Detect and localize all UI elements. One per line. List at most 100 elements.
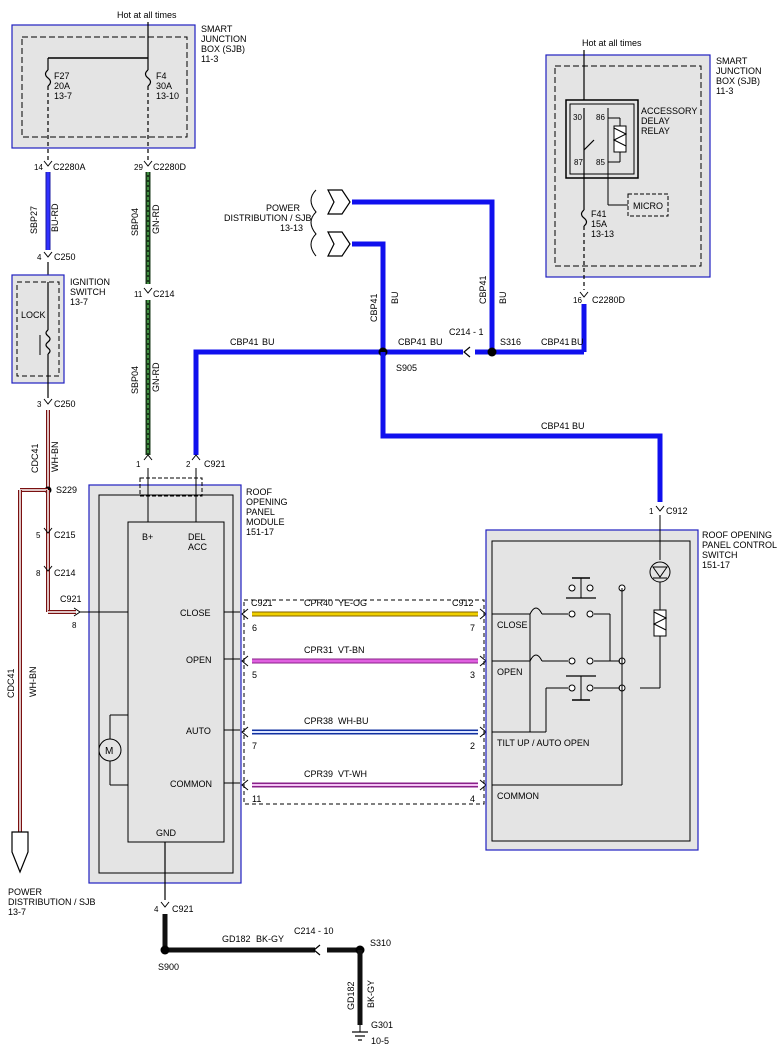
ignition-name-1: IGNITION xyxy=(70,277,110,287)
module-open: OPEN xyxy=(186,655,212,665)
c912-signal-label: C912 xyxy=(452,598,474,608)
c921-close-label: C921 xyxy=(60,594,82,604)
power-dist-top-ref: 13-13 xyxy=(280,223,303,233)
module-ref: 151-17 xyxy=(246,527,274,537)
wire-cdc41-upper: CDC41 xyxy=(30,443,40,473)
wire-gd182-v: GD182 xyxy=(346,981,356,1010)
relay-pin-85: 85 xyxy=(596,158,605,167)
sjb-right-ref: 11-3 xyxy=(716,86,733,96)
switch-close: CLOSE xyxy=(497,620,528,630)
c921-close-pin: 8 xyxy=(72,621,77,630)
wire-gn-rd-upper: GN-RD xyxy=(151,204,161,234)
wire-vt-wh: VT-WH xyxy=(338,769,367,779)
wire-sbp04-lower: SBP04 xyxy=(130,366,140,394)
c250-bottom-label: C250 xyxy=(54,399,76,409)
power-dist-bottom-name-1: POWER xyxy=(8,887,43,897)
c921-pin-2: 2 xyxy=(186,460,191,469)
ignition-ref: 13-7 xyxy=(70,297,88,307)
c912-top-label: C912 xyxy=(666,506,688,516)
relay-name-1: ACCESSORY xyxy=(641,106,697,116)
ignition-lock: LOCK xyxy=(21,310,46,320)
c214-lower-pin: 8 xyxy=(36,569,41,578)
module-close: CLOSE xyxy=(180,608,211,618)
ground-g301-ref: 10-5 xyxy=(371,1036,389,1046)
wire-sbp27: SBP27 xyxy=(29,206,39,234)
fuse-f4-ref: 13-10 xyxy=(156,91,179,101)
c2280d-pin: 29 xyxy=(134,163,143,172)
module-pin-auto: 7 xyxy=(252,741,257,751)
sjb-left-name-1: SMART xyxy=(201,24,233,34)
c921-gnd-label: C921 xyxy=(172,904,194,914)
sjb-left: F27 20A 13-7 F4 30A 13-10 xyxy=(11,22,196,160)
c214-10-label: C214 - 10 xyxy=(294,926,334,936)
c215-label: C215 xyxy=(54,530,76,540)
motor-icon: M xyxy=(105,746,113,757)
switch-name-3: SWITCH xyxy=(702,550,738,560)
wire-cbp41-h3: CBP41 xyxy=(541,337,570,347)
fuse-f4-amps: 30A xyxy=(156,81,172,91)
wire-cbp41-v1: CBP41 xyxy=(369,293,379,322)
c214-label: C214 xyxy=(153,289,175,299)
module-pin-close: 6 xyxy=(252,623,257,633)
roof-opening-panel-module: M B+ DEL ACC CLOSE OPEN AUTO COMMON GND xyxy=(80,468,242,900)
c912-top-pin: 1 xyxy=(649,507,654,516)
wire-cbp41-v2: CBP41 xyxy=(478,275,488,304)
sjb-right-name-2: JUNCTION xyxy=(716,66,762,76)
hot-at-all-times-right: Hot at all times xyxy=(582,38,642,48)
wire-bu-h3: BU xyxy=(571,337,584,347)
wire-bu-h1: BU xyxy=(262,337,275,347)
sjb-left-name-3: BOX (SJB) xyxy=(201,44,245,54)
fuse-f4-id: F4 xyxy=(156,71,167,81)
wire-cpr40: CPR40 xyxy=(304,598,333,608)
wire-cbp41-h1: CBP41 xyxy=(230,337,259,347)
splice-s229: S229 xyxy=(56,485,77,495)
roof-opening-panel-control-switch: CLOSE OPEN TILT UP / AUTO OPEN COMMON xyxy=(485,515,699,851)
c2280d-right-pin: 16 xyxy=(573,296,582,305)
wire-cbp41-h2: CBP41 xyxy=(398,337,427,347)
fuse-f27-ref: 13-7 xyxy=(54,91,72,101)
relay-pin-30: 30 xyxy=(573,113,582,122)
c250-bottom-pin: 3 xyxy=(37,400,42,409)
power-dist-bottom-name-2: DISTRIBUTION / SJB xyxy=(8,897,96,907)
module-common: COMMON xyxy=(170,779,212,789)
wire-gd182-h: GD182 xyxy=(222,934,251,944)
module-gnd: GND xyxy=(156,828,177,838)
c214-1-label: C214 - 1 xyxy=(449,327,484,337)
sjb-right-name-3: BOX (SJB) xyxy=(716,76,760,86)
wire-wh-bu: WH-BU xyxy=(338,716,369,726)
sjb-right: 30 86 87 85 MICRO F41 15A 13-13 ACCESSOR… xyxy=(545,50,711,290)
c921-pin-1: 1 xyxy=(136,460,141,469)
c2280a-pin: 14 xyxy=(34,163,43,172)
ground-circuit: 4 C921 S900 S310 GD182 BK-GY C214 - 10 G… xyxy=(154,901,393,1046)
switch-pin-auto: 2 xyxy=(470,741,475,751)
c2280a-label: C2280A xyxy=(53,162,86,172)
switch-ref: 151-17 xyxy=(702,560,730,570)
wire-wh-bn-upper: WH-BN xyxy=(50,442,60,473)
wire-cpr31: CPR31 xyxy=(304,645,333,655)
wire-bu-rd: BU-RD xyxy=(50,203,60,232)
switch-common: COMMON xyxy=(497,791,539,801)
wire-vt-bn: VT-BN xyxy=(338,645,365,655)
sjb-left-name-2: JUNCTION xyxy=(201,34,247,44)
power-dist-top-name-1: POWER xyxy=(266,203,301,213)
hot-at-all-times-left: Hot at all times xyxy=(117,10,177,20)
switch-pin-close: 7 xyxy=(470,623,475,633)
cbp41-circuit: POWER DISTRIBUTION / SJB 13-13 CBP41 BU … xyxy=(186,189,688,516)
power-dist-top-name-2: DISTRIBUTION / SJB xyxy=(224,213,312,223)
splice-s316: S316 xyxy=(500,337,521,347)
splice-s905: S905 xyxy=(396,363,417,373)
module-name-2: OPENING xyxy=(246,497,288,507)
module-name-1: ROOF xyxy=(246,487,273,497)
wire-cpr39: CPR39 xyxy=(304,769,333,779)
splice-s310: S310 xyxy=(370,938,391,948)
relay-pin-86: 86 xyxy=(596,113,605,122)
sjb-right-name-1: SMART xyxy=(716,56,748,66)
module-name-4: MODULE xyxy=(246,517,285,527)
c921-signal-label: C921 xyxy=(251,598,273,608)
fuse-f41-id: F41 xyxy=(591,209,607,219)
wire-bu-h2: BU xyxy=(430,337,443,347)
wire-bk-gy-v: BK-GY xyxy=(366,980,376,1008)
signal-wires: C921 C912 6 5 7 11 7 3 2 4 CPR40 YE-OG C… xyxy=(224,598,487,805)
wire-wh-bn-lower: WH-BN xyxy=(28,667,38,698)
wire-ye-og: YE-OG xyxy=(338,598,367,608)
